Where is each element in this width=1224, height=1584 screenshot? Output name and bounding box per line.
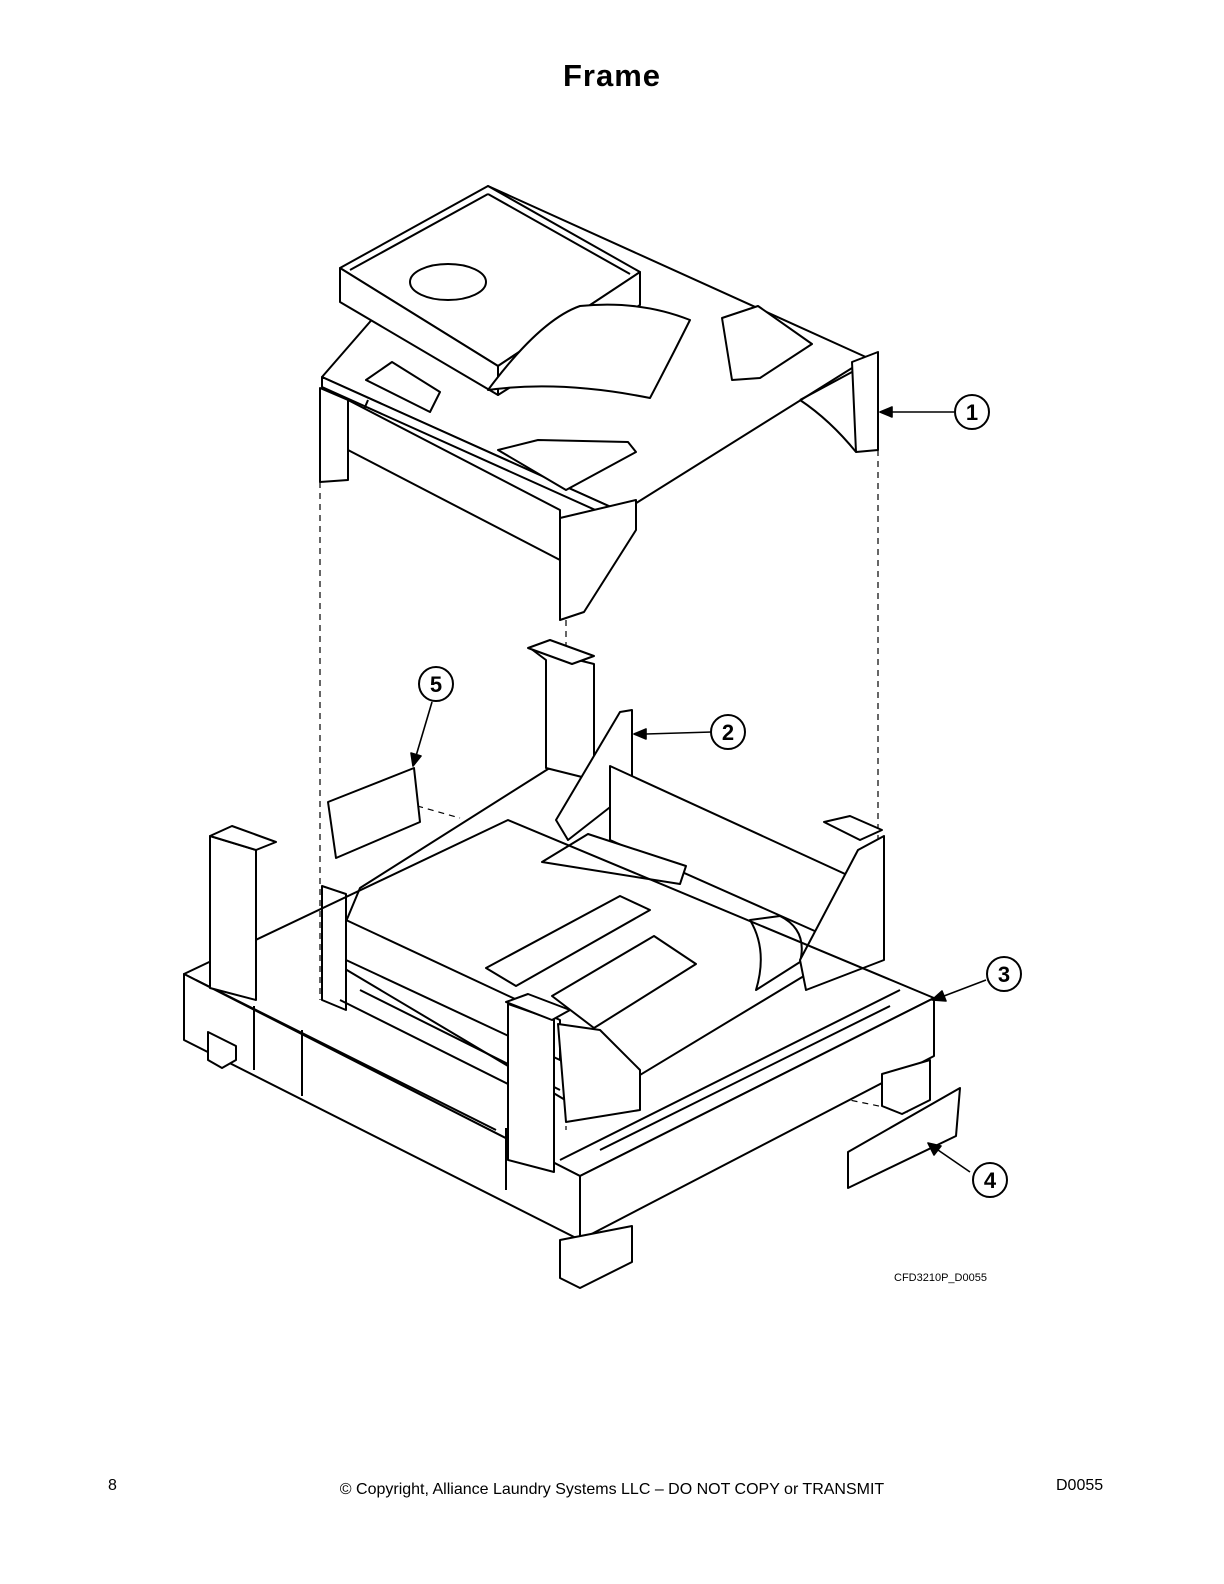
page-title: Frame [562,58,662,93]
copyright-notice: © Copyright, Alliance Laundry Systems LL… [339,1481,885,1498]
svg-text:5: 5 [430,672,442,697]
svg-text:3: 3 [998,962,1010,987]
svg-text:1: 1 [966,400,978,425]
callout-3: 3 [986,956,1022,992]
label-part-5 [327,767,421,859]
svg-text:4: 4 [984,1168,997,1193]
page-number: 8 [108,1477,117,1494]
callout-5: 5 [418,666,454,702]
document-id: D0055 [1056,1477,1104,1494]
lower-frame-part-2 [321,639,885,1123]
label-part-4 [847,1087,961,1189]
svg-text:2: 2 [722,720,734,745]
callout-2: 2 [710,714,746,750]
callout-4: 4 [972,1162,1008,1198]
callout-1: 1 [954,394,990,430]
callout-leaders [410,406,987,1173]
upper-frame-part-1 [319,185,879,621]
drawing-code: CFD3210P_D0055 [894,1272,987,1284]
